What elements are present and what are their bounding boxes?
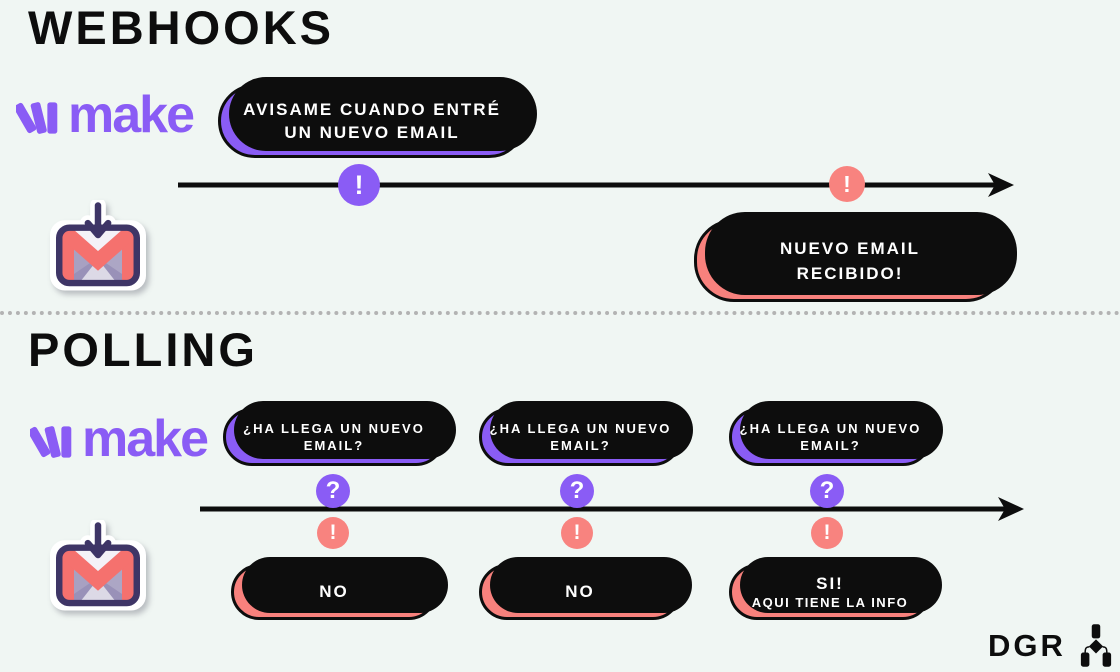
make-logo-icon [16, 102, 58, 134]
pill-text-line1: AVISAME CUANDO ENTRÉ [243, 100, 501, 119]
polling-title: POLLING [28, 323, 258, 376]
gmail-icon [50, 200, 146, 291]
webhook-event-marker: ! [338, 164, 380, 206]
polling-answer-pill: SI! AQUI TIENE LA INFO [729, 564, 931, 620]
polling-question-pill: ¿HA LLEGA UN NUEVO EMAIL? [223, 408, 445, 466]
make-logo: make [30, 410, 209, 468]
dgr-logo-icon [1080, 624, 1112, 667]
pill-text-line1: SI! [816, 573, 844, 593]
webhooks-timeline-arrow [178, 173, 1014, 197]
webhook-received-marker: ! [829, 166, 865, 202]
question-icon: ? [819, 477, 835, 504]
polling-answer-marker: ! [317, 517, 349, 549]
pill-text-line1: ¿HA LLEGA UN NUEVO [489, 421, 672, 436]
polling-question-pill: ¿HA LLEGA UN NUEVO EMAIL? [479, 408, 682, 466]
polling-answer-marker: ! [561, 517, 593, 549]
polling-question-marker: ? [810, 474, 844, 508]
polling-question-marker: ? [316, 474, 350, 508]
pill-text-line1: NO [565, 582, 595, 601]
pill-text-line1: ¿HA LLEGA UN NUEVO [739, 421, 922, 436]
polling-answer-pill: NO [231, 564, 437, 620]
webhook-response-pill: NUEVO EMAIL RECIBIDO! [694, 219, 1006, 302]
pill-text-line2: RECIBIDO! [796, 263, 904, 283]
make-wordmark: make [68, 86, 195, 144]
webhook-request-pill: AVISAME CUANDO ENTRÉ UN NUEVO EMAIL [218, 84, 526, 158]
question-icon: ? [569, 477, 585, 504]
section-divider [0, 311, 1120, 315]
polling-answer-marker: ! [811, 517, 843, 549]
exclamation-icon: ! [843, 170, 851, 197]
pill-text-line2: EMAIL? [550, 438, 611, 453]
pill-text-line2: EMAIL? [800, 438, 861, 453]
webhooks-title: WEBHOOKS [28, 1, 334, 54]
polling-question-pill: ¿HA LLEGA UN NUEVO EMAIL? [729, 408, 932, 466]
pill-text-line1: ¿HA LLEGA UN NUEVO [243, 421, 425, 436]
credit: DGR [988, 622, 1113, 668]
pill-text-line2: AQUI TIENE LA INFO [751, 594, 909, 610]
polling-question-marker: ? [560, 474, 594, 508]
polling-timeline-arrow [200, 497, 1024, 521]
gmail-icon [50, 520, 146, 611]
exclamation-icon: ! [823, 521, 831, 544]
exclamation-icon: ! [573, 521, 581, 544]
question-icon: ? [325, 477, 341, 504]
pill-text-line2: EMAIL? [303, 438, 365, 453]
pill-text-line2: UN NUEVO EMAIL [284, 123, 460, 142]
polling-answer-pill: NO [479, 564, 681, 620]
pill-text-line1: NO [319, 582, 349, 601]
credit-brand: DGR [988, 627, 1066, 663]
make-logo: make [16, 86, 195, 144]
make-logo-icon [30, 426, 72, 458]
exclamation-icon: ! [354, 169, 364, 200]
exclamation-icon: ! [329, 521, 337, 544]
pill-text-line1: NUEVO EMAIL [779, 238, 921, 258]
make-wordmark: make [82, 410, 209, 468]
